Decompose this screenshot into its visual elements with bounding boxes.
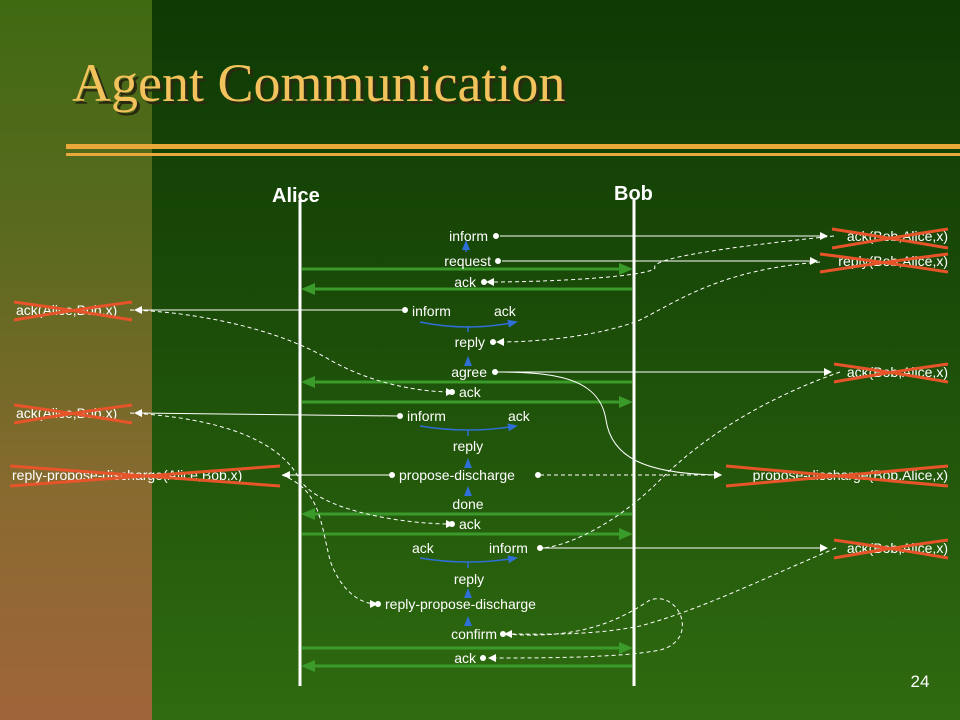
cross-out-mark — [13, 300, 133, 322]
dashed-connector — [539, 371, 841, 549]
dashed-connector — [504, 547, 837, 639]
slide-title: Agent Communication — [72, 53, 566, 113]
dot-marker — [389, 472, 395, 478]
label-ack: ack — [494, 303, 517, 319]
dashed-connector — [129, 412, 454, 528]
dot-marker — [402, 307, 408, 313]
alice-label: Alice — [272, 185, 320, 207]
dashed-connector — [486, 235, 835, 286]
dot-marker — [481, 279, 487, 285]
connector-curve — [497, 371, 722, 479]
dot-marker — [449, 389, 455, 395]
dot-marker — [495, 258, 501, 264]
label-reply: reply — [453, 438, 483, 454]
page-number: 24 — [910, 672, 930, 691]
label-reply: reply — [454, 571, 484, 587]
dashed-connector — [488, 598, 683, 662]
label-ack: ack — [454, 274, 477, 290]
dot-marker — [500, 631, 506, 637]
title-rule-bottom — [66, 153, 960, 156]
dot-marker — [492, 369, 498, 375]
connector-line — [134, 409, 399, 418]
label-ack: ack — [508, 408, 531, 424]
cross-out-mark — [833, 362, 949, 384]
label-agree: agree — [451, 364, 487, 380]
sidebar-strip — [0, 0, 152, 720]
dot-marker — [490, 339, 496, 345]
cross-out-mark — [9, 464, 281, 488]
cross-out-mark — [725, 464, 949, 488]
dot-marker — [537, 545, 543, 551]
dot-marker — [535, 472, 541, 478]
dot-marker — [397, 413, 403, 419]
label-ack: ack — [459, 516, 482, 532]
label-request: request — [444, 253, 491, 269]
label-ack: ack — [454, 650, 477, 666]
cross-out-mark — [819, 252, 949, 274]
label-inform: inform — [489, 540, 528, 556]
dot-marker — [493, 233, 499, 239]
blue-link — [419, 423, 518, 432]
label-inform: inform — [407, 408, 446, 424]
dashed-connector — [496, 261, 821, 346]
label-reply-propose-discharge: reply-propose-discharge — [385, 596, 536, 612]
cross-out-mark — [13, 403, 133, 425]
label-ack: ack — [412, 540, 435, 556]
label-inform: inform — [412, 303, 451, 319]
label-done: done — [452, 496, 483, 512]
dashed-connector — [129, 309, 454, 396]
blue-link — [419, 555, 518, 564]
cross-out-mark — [831, 227, 949, 250]
dot-marker — [480, 655, 486, 661]
dot-marker — [449, 521, 455, 527]
label-confirm: confirm — [451, 626, 497, 642]
dashed-connector — [281, 474, 378, 608]
label-ack: ack — [459, 384, 482, 400]
bob-label: Bob — [614, 183, 653, 205]
label-propose-discharge: propose-discharge — [399, 467, 515, 483]
cross-out-mark — [833, 538, 949, 560]
dot-marker — [375, 601, 381, 607]
label-reply: reply — [455, 334, 485, 350]
label-inform: inform — [449, 228, 488, 244]
title-rule-top — [66, 144, 960, 149]
